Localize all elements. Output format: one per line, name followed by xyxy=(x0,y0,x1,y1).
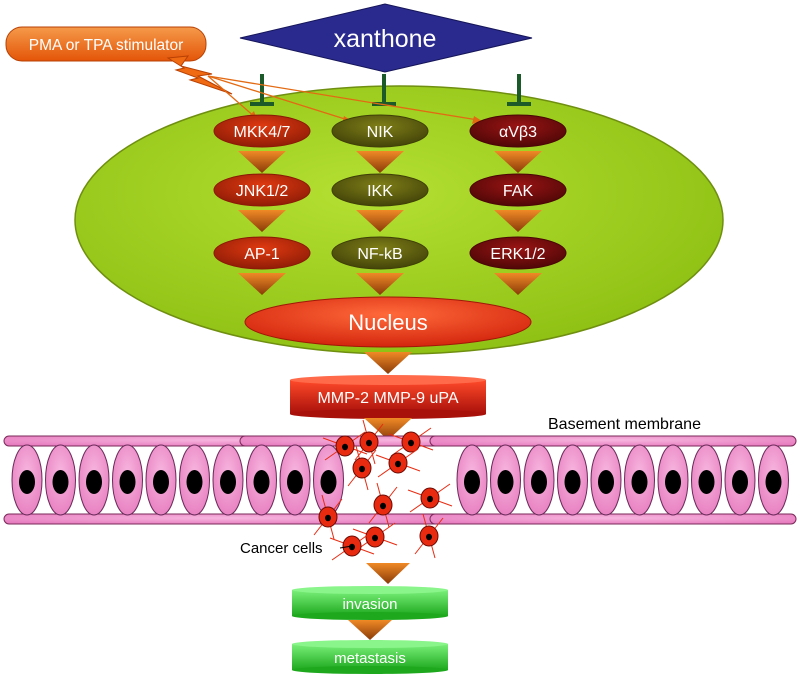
arrow-to-invasion xyxy=(366,563,410,584)
pathway-node-label: MKK4/7 xyxy=(234,124,291,141)
cancer-cell xyxy=(352,522,398,552)
epithelial-cell xyxy=(112,444,143,516)
cancer-cell xyxy=(375,448,421,478)
membrane-strip-bottom-left xyxy=(3,513,445,525)
pathway-arrow xyxy=(356,210,404,232)
pathway-node: NF-kB xyxy=(331,236,429,270)
epithelial-cell xyxy=(624,444,655,516)
pathway-arrow xyxy=(356,273,404,295)
pathway-node: ERK1/2 xyxy=(469,236,567,270)
pathway-node: JNK1/2 xyxy=(213,173,311,207)
inhibition-bars xyxy=(250,74,531,106)
cancer-cell xyxy=(313,494,343,540)
epithelial-cell xyxy=(11,444,43,516)
membrane-strip-bottom-right xyxy=(429,513,797,525)
nucleus-label: Nucleus xyxy=(348,310,427,335)
epithelial-cell xyxy=(45,444,76,516)
pathway-node-label: AP-1 xyxy=(244,246,280,263)
invasion-node: invasion xyxy=(292,586,448,620)
epithelial-cell xyxy=(179,444,210,516)
pathway-node: AP-1 xyxy=(213,236,311,270)
epithelial-cell xyxy=(758,444,789,516)
arrow-nucleus-to-proteases xyxy=(364,352,412,374)
pathway-node-label: JNK1/2 xyxy=(236,183,289,200)
epithelial-cell xyxy=(657,444,689,516)
cancer-cell xyxy=(354,419,384,465)
nucleus-node: Nucleus xyxy=(244,296,532,348)
inhibitor-label: xanthone xyxy=(334,25,437,53)
pathway-node-label: IKK xyxy=(367,183,393,200)
pathway-node-label: FAK xyxy=(503,183,534,200)
pathway-node-label: NF-kB xyxy=(357,246,402,263)
epithelial-cell xyxy=(490,444,521,516)
epithelial-cell xyxy=(523,444,555,516)
pathway-arrow xyxy=(494,151,542,173)
cancer-cell xyxy=(322,431,368,461)
stimulator-label: PMA or TPA stimulator xyxy=(29,37,183,54)
protease-label: MMP-2 MMP-9 uPA xyxy=(317,390,458,407)
protease-node: MMP-2 MMP-9 uPA xyxy=(290,375,486,419)
pathway-arrow xyxy=(356,151,404,173)
epithelial-cell xyxy=(590,444,622,516)
pathway-arrow xyxy=(494,273,542,295)
cancer-cell xyxy=(407,483,453,513)
epithelial-cell xyxy=(557,444,588,516)
pathway-node-label: αVβ3 xyxy=(499,124,537,141)
pathway-node-label: NIK xyxy=(367,124,394,141)
cancer-cells-label: Cancer cells xyxy=(240,540,323,557)
arrowhead xyxy=(472,116,482,124)
cancer-cell xyxy=(414,513,444,559)
stimulator-node: PMA or TPA stimulator xyxy=(5,26,207,62)
pathway-arrow xyxy=(238,273,286,295)
pathway-node: αVβ3 xyxy=(469,114,567,148)
epithelial-cell xyxy=(246,444,277,516)
lightning-bolt-icon xyxy=(166,55,233,95)
arrow-to-metastasis xyxy=(348,620,392,640)
epithelial-cell xyxy=(212,444,244,516)
cancer-cell xyxy=(368,482,398,528)
epithelial-cell xyxy=(145,444,177,516)
epithelial-cell xyxy=(313,444,344,516)
pathway-node: MKK4/7 xyxy=(213,114,311,148)
cancer-cell xyxy=(388,427,434,457)
pathway-arrow xyxy=(238,210,286,232)
cancer-cell-cluster xyxy=(313,419,453,561)
pathway-arrow xyxy=(238,151,286,173)
metastasis-label: metastasis xyxy=(334,650,406,667)
membrane-strip-top-right xyxy=(429,435,797,447)
epithelial-cell xyxy=(691,444,722,516)
pathway-node: FAK xyxy=(469,173,567,207)
metastasis-node: metastasis xyxy=(292,640,448,674)
pathway-node: NIK xyxy=(331,114,429,148)
epithelial-cell xyxy=(724,444,756,516)
cancer-cell xyxy=(347,445,377,491)
pathway-node-label: ERK1/2 xyxy=(490,246,545,263)
epithelial-cell xyxy=(279,444,311,516)
stimulation-arrows xyxy=(207,75,479,121)
pathway-node: IKK xyxy=(331,173,429,207)
epithelial-cell xyxy=(78,444,110,516)
arrow-proteases-to-membrane xyxy=(364,418,412,440)
pathway-arrow xyxy=(494,210,542,232)
invasion-label: invasion xyxy=(342,596,397,613)
epithelial-cell xyxy=(456,444,488,516)
inhibitor-node: xanthone xyxy=(239,3,533,73)
cancer-cells-pointer xyxy=(339,545,353,549)
basement-membrane-label: Basement membrane xyxy=(548,416,701,433)
